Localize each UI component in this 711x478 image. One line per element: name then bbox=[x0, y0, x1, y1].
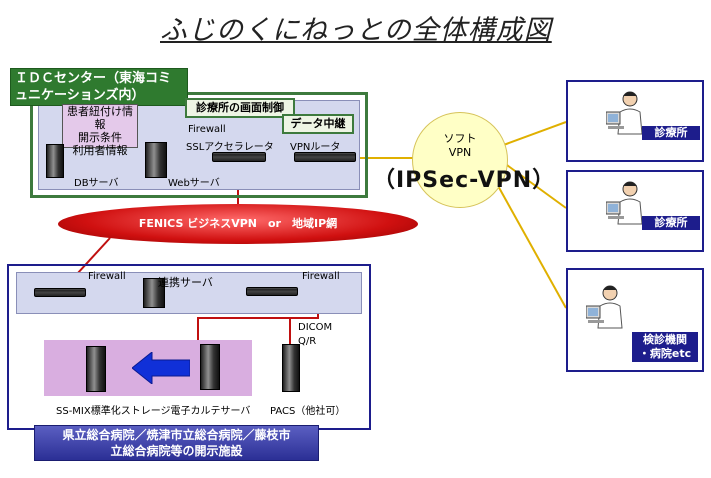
vpn-line-clinic-2 bbox=[499, 159, 567, 209]
firewall-appliance-right bbox=[246, 287, 298, 296]
ssl-accelerator-label: SSLアクセラレータ bbox=[186, 142, 274, 153]
clinic-label-2: 診療所 bbox=[642, 216, 700, 230]
pacs-label: PACS（他社可） bbox=[270, 406, 346, 417]
fenics-network-ellipse: FENICS ビジネスVPN or 地域IP網 bbox=[58, 204, 418, 244]
firewall-appliance-left bbox=[34, 288, 86, 297]
dicom-qr-label: Q/R bbox=[298, 336, 317, 347]
clinic-label-3-line2: ・病院etc bbox=[638, 347, 692, 360]
hospital-label-line1: 県立総合病院／焼津市立総合病院／藤枝市 bbox=[62, 428, 291, 442]
firewall-label-left: Firewall bbox=[88, 271, 126, 282]
doctor-at-computer-icon bbox=[586, 285, 623, 329]
clinic-box-2: 診療所 bbox=[566, 170, 704, 252]
vpn-line-clinic-3 bbox=[491, 174, 567, 309]
screen-control-box: 診療所の画面制御 bbox=[185, 98, 295, 118]
clinic-box-3: 検診機関 ・病院etc bbox=[566, 268, 704, 372]
data-relay-box: データ中継 bbox=[282, 114, 354, 134]
link-server-icon bbox=[143, 278, 165, 308]
doctor-at-computer-icon bbox=[606, 91, 643, 135]
soft-vpn-line2: VPN bbox=[448, 146, 472, 159]
clinic-label-3: 検診機関 ・病院etc bbox=[632, 332, 698, 362]
idc-frame bbox=[30, 92, 368, 198]
hospital-label: 県立総合病院／焼津市立総合病院／藤枝市 立総合病院等の開示施設 bbox=[34, 425, 319, 461]
patient-info-box: 患者紐付け情報 開示条件 利用者情報 bbox=[62, 104, 138, 157]
db-server-icon bbox=[46, 144, 64, 178]
vpn-router-appliance bbox=[294, 152, 356, 162]
web-server-label: Webサーバ bbox=[168, 178, 220, 189]
page-title: ふじのくにねっとの全体構成図 bbox=[160, 15, 552, 46]
soft-vpn-line1: ソフト bbox=[443, 132, 477, 145]
patient-link-info: 患者紐付け情報 bbox=[67, 105, 133, 131]
disclosure-conditions: 開示条件 bbox=[78, 131, 122, 144]
user-info: 利用者情報 bbox=[72, 144, 128, 157]
firewall-label-idc: Firewall bbox=[188, 124, 226, 135]
ssmix-label: SS-MIX標準化ストレージ電子カルテサーバ bbox=[56, 406, 251, 417]
vpn-router-label: VPNルータ bbox=[290, 142, 341, 153]
link-server-label: 連携サーバ bbox=[158, 276, 213, 289]
firewall-appliance-idc bbox=[212, 152, 266, 162]
firewall-label-right: Firewall bbox=[302, 271, 340, 282]
clinic-label-1: 診療所 bbox=[642, 126, 700, 140]
doctor-at-computer-icon bbox=[606, 181, 643, 225]
idc-center-label: ＩＤＣセンター（東海コミュニケーションズ内） bbox=[10, 68, 188, 106]
arrow-left-icon bbox=[132, 352, 190, 384]
db-server-label: DBサーバ bbox=[74, 178, 119, 189]
ehr-server-icon bbox=[200, 344, 220, 390]
clinic-box-1: 診療所 bbox=[566, 80, 704, 162]
dicom-label: DICOM bbox=[298, 322, 333, 333]
soft-vpn-bubble: ソフト VPN bbox=[412, 112, 508, 208]
web-server-icon bbox=[145, 142, 167, 178]
clinic-label-3-line1: 検診機関 bbox=[643, 333, 687, 346]
red-line-to-pacs bbox=[289, 317, 318, 346]
ssmix-server-icon bbox=[86, 346, 106, 392]
ipsec-vpn-label: （IPSec-VPN） bbox=[373, 168, 556, 193]
pacs-server-icon bbox=[282, 344, 300, 392]
hospital-label-line2: 立総合病院等の開示施設 bbox=[110, 444, 243, 458]
